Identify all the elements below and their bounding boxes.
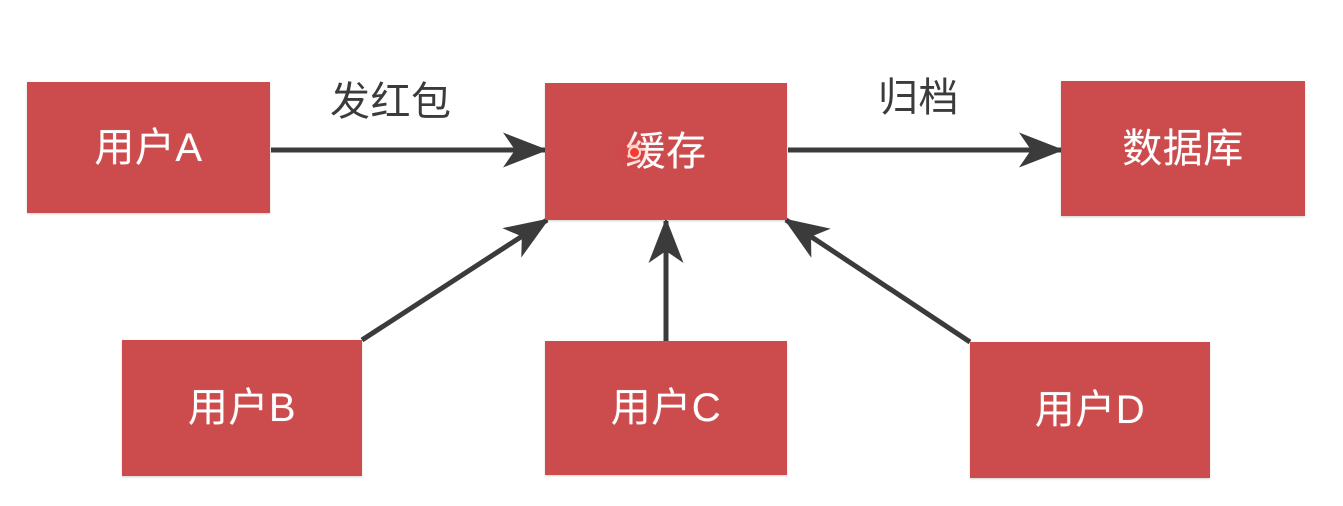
node-user-b[interactable]: 用户B [122, 340, 362, 476]
edge-user-d-to-cache [783, 217, 972, 345]
node-user-b-label: 用户B [187, 386, 297, 430]
cursor-click-indicator [628, 146, 641, 159]
edge-label-send-red-packet: 发红包 [330, 80, 452, 124]
node-user-a-label: 用户A [94, 125, 203, 170]
edge-label-archive: 归档 [878, 76, 959, 120]
node-database[interactable]: 数据库 [1061, 81, 1305, 216]
edge-user-b-to-cache [360, 217, 550, 343]
node-user-c-label: 用户C [610, 386, 722, 430]
node-user-d[interactable]: 用户D [970, 342, 1210, 478]
node-user-d-label: 用户D [1034, 388, 1146, 432]
node-user-c[interactable]: 用户C [545, 341, 787, 475]
node-cache[interactable]: 缓存 [545, 83, 787, 220]
node-user-a[interactable]: 用户A [27, 82, 270, 213]
node-database-label: 数据库 [1122, 126, 1244, 171]
